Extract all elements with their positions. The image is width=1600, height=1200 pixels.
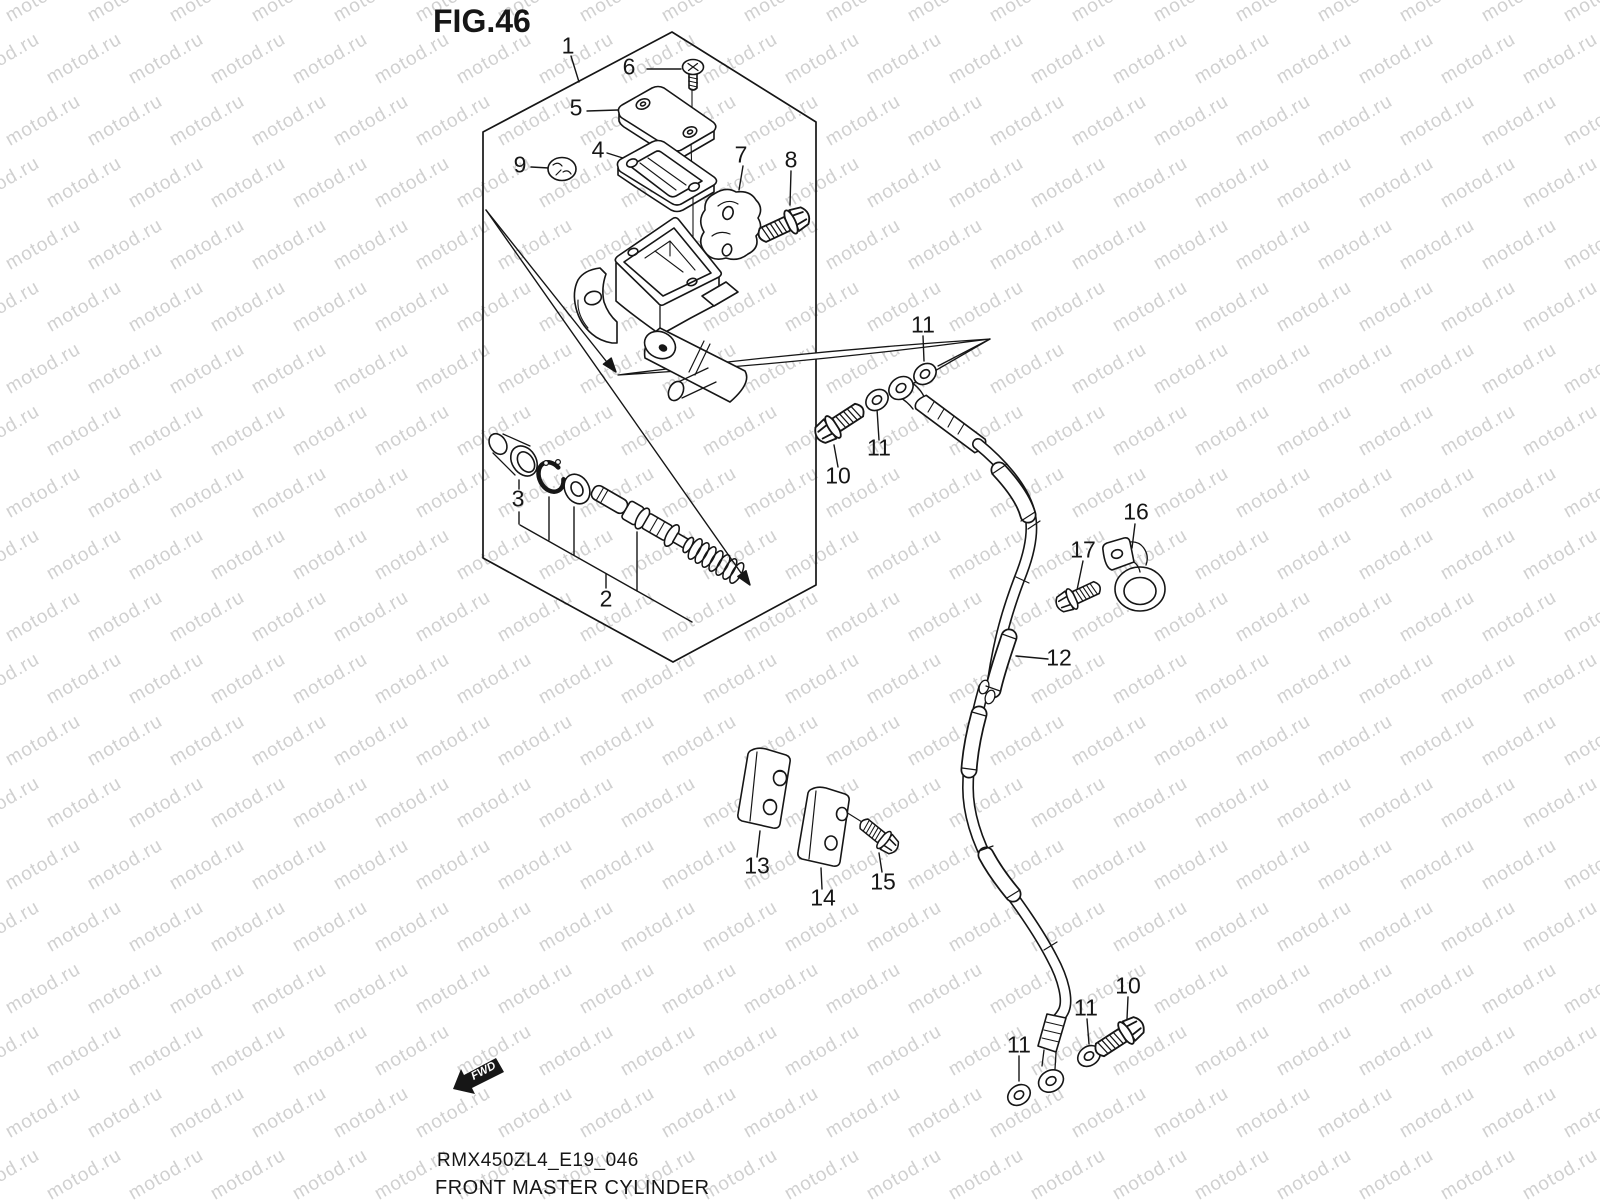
piston-washer — [563, 473, 591, 505]
clamp-bolt — [752, 201, 815, 250]
part-callout-14: 14 — [810, 884, 836, 911]
diaphragm — [547, 156, 577, 182]
part-callout-16: 16 — [1123, 498, 1149, 525]
part-callout-4: 4 — [591, 136, 605, 163]
part-callout-9: 9 — [513, 151, 527, 178]
banjo-washer — [1002, 1079, 1036, 1111]
reservoir-cap — [617, 85, 717, 160]
circlip — [536, 459, 566, 494]
part-callout-12: 12 — [1046, 644, 1072, 671]
piston-and-spring — [590, 484, 745, 584]
part-callout-11: 11 — [867, 434, 891, 461]
brake-hose — [897, 380, 1072, 1070]
piston-boot — [488, 432, 539, 477]
hose-clamp — [1102, 537, 1166, 612]
part-callout-17: 17 — [1070, 536, 1096, 563]
part-callout-11: 11 — [911, 311, 935, 338]
holder-half-13 — [737, 747, 791, 829]
holder-bolt — [854, 812, 904, 859]
part-callout-11: 11 — [1074, 994, 1098, 1021]
part-callout-7: 7 — [734, 141, 748, 168]
handlebar-clamp-holder — [699, 188, 762, 261]
banjo-bolt-upper — [809, 396, 871, 449]
part-callout-5: 5 — [569, 94, 583, 121]
fwd-arrow: FWD — [453, 1058, 504, 1094]
reservoir-plate — [616, 139, 718, 213]
part-callout-10: 10 — [825, 462, 851, 489]
part-callout-15: 15 — [870, 868, 896, 895]
leader-lines — [518, 55, 1136, 1082]
figure-caption: FRONT MASTER CYLINDER — [435, 1177, 710, 1199]
part-callout-3: 3 — [511, 485, 525, 512]
banjo-bolt-lower — [1088, 1011, 1150, 1064]
part-callout-1: 1 — [561, 32, 575, 59]
part-callout-11: 11 — [1007, 1031, 1031, 1058]
part-callout-10: 10 — [1115, 972, 1141, 999]
banjo-eye-lower — [1033, 1064, 1069, 1098]
part-callout-6: 6 — [622, 53, 636, 80]
projection-fan-lines — [485, 209, 751, 586]
banjo-washer — [860, 384, 894, 416]
part-callout-2: 2 — [599, 585, 613, 612]
banjo-eye-upper — [883, 370, 919, 406]
master-cylinder-body — [573, 216, 748, 403]
part-callout-8: 8 — [784, 146, 798, 173]
holder-half-14 — [797, 786, 850, 867]
part-callout-13: 13 — [744, 852, 770, 879]
return-spring — [687, 538, 745, 584]
figure-number-title: FIG.46 — [433, 3, 531, 39]
exploded-view-box — [482, 31, 817, 663]
figure-code: RMX450ZL4_E19_046 — [437, 1150, 639, 1171]
